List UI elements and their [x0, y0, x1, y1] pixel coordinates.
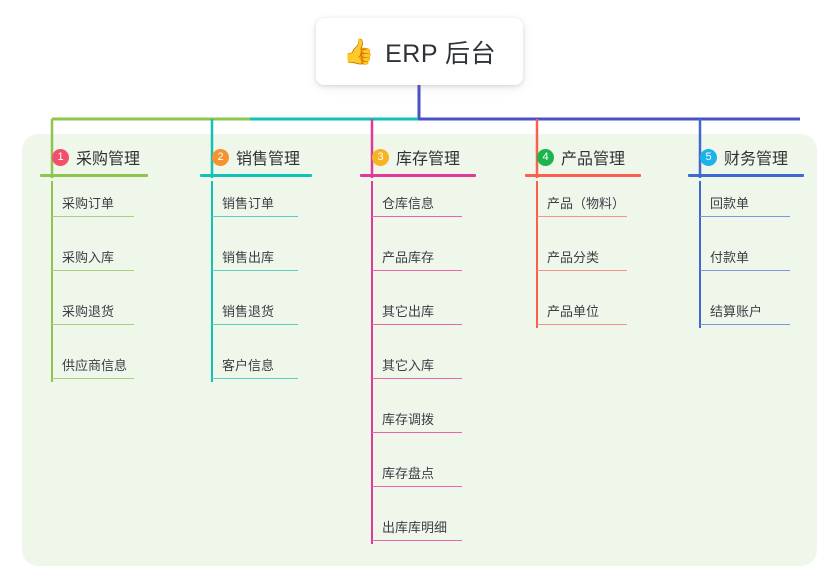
- leaf-item-rule: [52, 270, 134, 271]
- leaf-item[interactable]: 客户信息: [200, 339, 312, 393]
- leaf-item-rule: [212, 378, 298, 379]
- column-rule-2: [200, 174, 312, 177]
- leaf-item[interactable]: 产品单位: [525, 285, 641, 339]
- column-title-1: 采购管理: [76, 151, 141, 168]
- leaf-item-rule: [372, 432, 462, 433]
- leaf-item-label: 回款单: [710, 196, 750, 211]
- leaf-item-rule: [537, 270, 627, 271]
- root-node-title: ERP 后台: [385, 39, 497, 68]
- leaf-item-rule: [52, 216, 134, 217]
- column-4: 4 产品管理产品（物料） 产品分类产品单位: [525, 145, 641, 339]
- leaf-item-label: 产品（物料）: [547, 196, 626, 211]
- column-rule-4: [525, 174, 641, 177]
- leaf-item[interactable]: 销售订单: [200, 177, 312, 231]
- leaf-item-label: 采购订单: [62, 196, 115, 211]
- leaf-item-label: 销售退货: [222, 304, 275, 319]
- leaf-item-label: 客户信息: [222, 358, 275, 373]
- leaf-item-rule: [212, 270, 298, 271]
- column-badge-4: 4: [537, 148, 554, 166]
- leaf-item[interactable]: 库存盘点: [360, 447, 476, 501]
- leaf-item-label: 出库库明细: [382, 520, 448, 535]
- leaf-item-label: 产品分类: [547, 250, 600, 265]
- column-header-4[interactable]: 4 产品管理: [525, 145, 641, 169]
- column-rule-1: [40, 174, 148, 177]
- leaf-list-1: 采购订单采购入库采购退货供应商信息: [40, 177, 148, 393]
- column-title-3: 库存管理: [396, 151, 461, 168]
- column-header-2[interactable]: 2 销售管理: [200, 145, 312, 169]
- leaf-item-label: 付款单: [710, 250, 750, 265]
- leaf-item[interactable]: 产品分类: [525, 231, 641, 285]
- column-rule-3: [360, 174, 476, 177]
- diagram-panel: [22, 134, 817, 566]
- column-5: 5 财务管理回款单付款单结算账户: [688, 145, 804, 339]
- leaf-item[interactable]: 销售退货: [200, 285, 312, 339]
- column-title-2: 销售管理: [236, 151, 301, 168]
- column-header-3[interactable]: 3 库存管理: [360, 145, 476, 169]
- leaf-item-label: 其它出库: [382, 304, 435, 319]
- leaf-list-3: 仓库信息产品库存其它出库其它入库库存调拨库存盘点出库库明细: [360, 177, 476, 555]
- leaf-item-label: 销售订单: [222, 196, 275, 211]
- leaf-item[interactable]: 产品库存: [360, 231, 476, 285]
- leaf-item-rule: [372, 216, 462, 217]
- column-badge-5: 5: [700, 148, 717, 166]
- leaf-item[interactable]: 结算账户: [688, 285, 804, 339]
- leaf-item-rule: [537, 324, 627, 325]
- leaf-item-rule: [700, 270, 790, 271]
- column-header-5[interactable]: 5 财务管理: [688, 145, 804, 169]
- leaf-item-label: 结算账户: [710, 304, 763, 319]
- column-3: 3 库存管理仓库信息产品库存其它出库其它入库库存调拨库存盘点出库库明细: [360, 145, 476, 555]
- leaf-item-rule: [700, 324, 790, 325]
- leaf-item-label: 采购入库: [62, 250, 115, 265]
- leaf-item-rule: [372, 324, 462, 325]
- leaf-item[interactable]: 采购订单: [40, 177, 148, 231]
- leaf-item-rule: [372, 378, 462, 379]
- leaf-item-rule: [212, 216, 298, 217]
- leaf-item[interactable]: 付款单: [688, 231, 804, 285]
- leaf-item[interactable]: 产品（物料）: [525, 177, 641, 231]
- leaf-item-label: 产品库存: [382, 250, 435, 265]
- leaf-item[interactable]: 出库库明细: [360, 501, 476, 555]
- leaf-item[interactable]: 仓库信息: [360, 177, 476, 231]
- column-1: 1 采购管理采购订单采购入库采购退货供应商信息: [40, 145, 148, 393]
- leaf-item[interactable]: 回款单: [688, 177, 804, 231]
- leaf-item-label: 产品单位: [547, 304, 600, 319]
- column-header-1[interactable]: 1 采购管理: [40, 145, 148, 169]
- leaf-item-label: 仓库信息: [382, 196, 435, 211]
- column-badge-3: 3: [372, 148, 389, 166]
- leaf-item[interactable]: 采购退货: [40, 285, 148, 339]
- leaf-item-label: 供应商信息: [62, 358, 128, 373]
- column-badge-1: 1: [52, 148, 69, 166]
- leaf-item-label: 其它入库: [382, 358, 435, 373]
- leaf-item-rule: [372, 540, 462, 541]
- leaf-list-4: 产品（物料） 产品分类产品单位: [525, 177, 641, 339]
- leaf-item-rule: [372, 486, 462, 487]
- leaf-item-label: 库存盘点: [382, 466, 435, 481]
- leaf-item-rule: [372, 270, 462, 271]
- root-node-content: 👍 ERP 后台: [343, 34, 496, 70]
- leaf-item-label: 销售出库: [222, 250, 275, 265]
- leaf-item-rule: [537, 216, 627, 217]
- column-title-4: 产品管理: [561, 151, 626, 168]
- leaf-item[interactable]: 其它出库: [360, 285, 476, 339]
- column-badge-2: 2: [212, 148, 229, 166]
- leaf-item-rule: [52, 324, 134, 325]
- root-node-card[interactable]: 👍 ERP 后台: [316, 18, 523, 85]
- leaf-list-5: 回款单付款单结算账户: [688, 177, 804, 339]
- leaf-item-label: 库存调拨: [382, 412, 435, 427]
- leaf-item-rule: [700, 216, 790, 217]
- leaf-item[interactable]: 采购入库: [40, 231, 148, 285]
- leaf-item[interactable]: 其它入库: [360, 339, 476, 393]
- leaf-item-rule: [52, 378, 134, 379]
- leaf-item-label: 采购退货: [62, 304, 115, 319]
- leaf-item-rule: [212, 324, 298, 325]
- leaf-item[interactable]: 库存调拨: [360, 393, 476, 447]
- thumbs-up-icon: 👍: [342, 37, 375, 66]
- column-2: 2 销售管理销售订单销售出库销售退货客户信息: [200, 145, 312, 393]
- leaf-item[interactable]: 供应商信息: [40, 339, 148, 393]
- column-rule-5: [688, 174, 804, 177]
- leaf-list-2: 销售订单销售出库销售退货客户信息: [200, 177, 312, 393]
- column-title-5: 财务管理: [724, 151, 789, 168]
- leaf-item[interactable]: 销售出库: [200, 231, 312, 285]
